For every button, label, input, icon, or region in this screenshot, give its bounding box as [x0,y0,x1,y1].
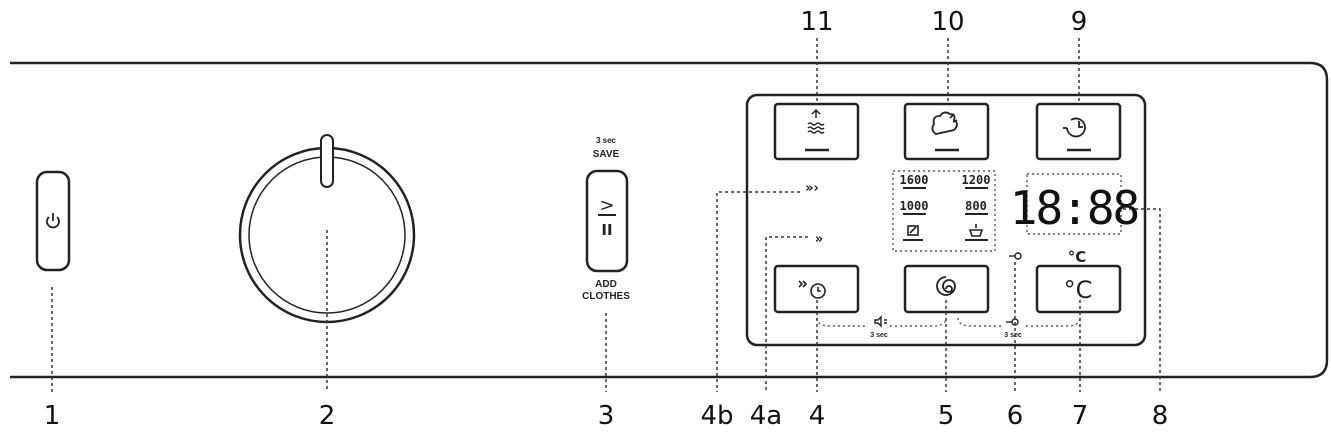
add-label: ADD [595,279,617,290]
steam-icon [931,111,958,135]
lock-hold-label: 3 sec [1004,332,1022,339]
leader-lines [51,38,1161,392]
spin-options-box [892,170,996,252]
delay-end-icon [1063,117,1086,138]
spin-1000: 1000 [900,199,929,213]
callout-2: 2 [319,401,336,431]
callout-6: 6 [1007,401,1024,431]
temp-display-unit: °C [1068,248,1087,266]
callout-9: 9 [1071,7,1088,37]
callout-8: 8 [1152,401,1169,431]
time-display-box [1026,173,1122,235]
callout-3: 3 [598,401,615,431]
power-icon [46,213,60,229]
spin-1600: 1600 [900,173,929,187]
double-chevron-icon: » [815,232,823,247]
quick-wash-button[interactable] [773,264,860,314]
temperature-icon: °C [1064,276,1093,304]
callout-4b: 4b [700,401,733,431]
time-display: 18:88 [1010,181,1138,235]
callout-11: 11 [800,7,833,37]
pause-glyph: II [601,221,612,239]
triple-chevron-icon: »› [805,181,819,196]
spin-800: 800 [965,199,987,213]
save-label: SAVE [593,149,620,160]
panel-outline [10,61,1329,379]
no-spin-icon [907,225,919,236]
child-lock-icon [1009,252,1022,260]
rinse-hold-icon [968,224,984,237]
start-glyph: > [599,195,614,216]
sound-hold-label: 3 sec [870,332,888,339]
quick-wash-icon [798,280,826,299]
sound-icon [874,315,887,328]
callout-4: 4 [809,401,826,431]
callout-1: 1 [44,401,61,431]
dial-pointer [320,134,334,188]
callout-5: 5 [938,401,955,431]
temperature-button[interactable] [1035,264,1122,314]
spin-1200: 1200 [962,173,991,187]
callout-10: 10 [931,7,964,37]
callout-4a: 4a [750,401,782,431]
rinse-plus-icon [807,108,825,134]
clothes-label: CLOTHES [582,291,630,302]
spin-icon [936,276,956,296]
lock-hold-icon [1006,318,1019,326]
delay-end-button[interactable] [1035,102,1122,161]
save-hold-time-label: 3 sec [596,136,617,145]
start-pause-button[interactable] [585,169,629,273]
callout-7: 7 [1072,401,1089,431]
